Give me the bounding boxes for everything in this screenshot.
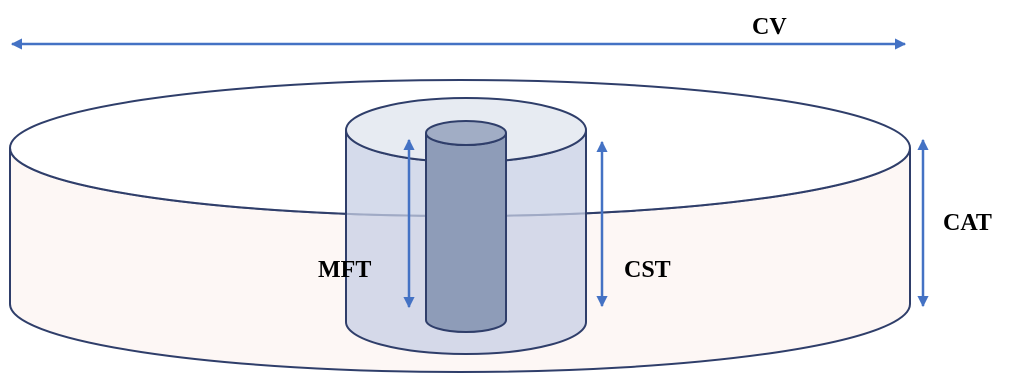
inner-cylinder-top [425,120,507,146]
inner-cylinder-body [425,132,507,333]
inner-cylinder [425,120,507,333]
cv-label: CV [752,14,787,40]
cat-label: CAT [943,210,992,236]
mft-label: MFT [318,257,371,283]
cst-label: CST [624,257,671,283]
